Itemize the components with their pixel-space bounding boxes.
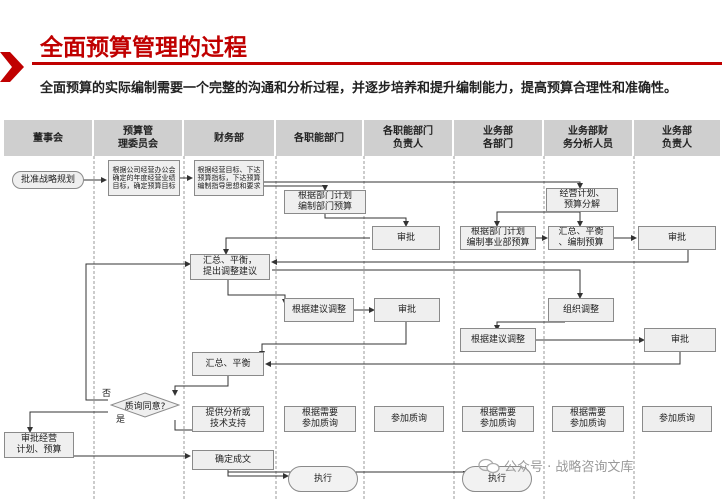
- title-arrow-icon: [0, 52, 26, 82]
- lane-header-func-heads: 各职能部门 负责人: [364, 120, 454, 156]
- title-underline: [32, 62, 722, 65]
- lane-header-func-depts: 各职能部门: [276, 120, 364, 156]
- decision-label: 质询同意?: [124, 401, 166, 412]
- node-committee-goal: 根据公司经营办公会确定的年度经营业绩目标，确定预算目标: [108, 160, 180, 196]
- node-biz-query: 根据需要 参加质询: [462, 406, 534, 432]
- lane-header-biz-heads: 业务部 负责人: [634, 120, 720, 156]
- decision-diamond: [110, 392, 180, 418]
- node-biz-fin-summary: 汇总、平衡 、编制预算: [548, 226, 614, 250]
- node-biz-plan: 经营计划、 预算分解: [546, 188, 618, 212]
- wechat-icon: [478, 458, 500, 473]
- lane-header-biz-depts: 业务部 各部门: [454, 120, 544, 156]
- node-func-head-query: 参加质询: [374, 406, 444, 432]
- node-approve-biz-2: 审批: [644, 328, 716, 352]
- node-func-query: 根据需要 参加质询: [284, 406, 356, 432]
- node-execute-1: 执行: [288, 466, 358, 492]
- node-approve-plan: 批准战略规划: [12, 171, 84, 189]
- node-func-adjust: 根据建议调整: [284, 298, 354, 322]
- node-dept-plan: 根据部门计划 编制部门预算: [284, 190, 366, 214]
- node-biz-adjust: 根据建议调整: [460, 328, 536, 352]
- label-no: 否: [102, 389, 112, 399]
- node-finance-dispatch: 根据经营目标、下达预算指标，下达预算编制指导思想和要求: [194, 160, 264, 196]
- page-subtitle: 全面预算的实际编制需要一个完整的沟通和分析过程，并逐步培养和提升编制能力，提高预…: [40, 81, 678, 96]
- node-approve-biz: 审批: [638, 226, 716, 250]
- node-biz-head-query: 参加质询: [642, 406, 712, 432]
- node-biz-org-adjust: 组织调整: [548, 298, 614, 322]
- node-decision: 质询同意?: [110, 392, 180, 418]
- node-biz-unit-budget: 根据部门计划 编制事业部预算: [460, 226, 536, 250]
- node-summary-adjust: 汇总、平衡， 提出调整建议: [190, 254, 270, 280]
- label-yes: 是: [116, 415, 126, 425]
- node-approve-func: 审批: [372, 226, 440, 250]
- node-finalize: 确定成文: [192, 450, 274, 470]
- page-title: 全面预算管理的过程: [40, 35, 247, 61]
- lane-header-committee: 预算管 理委员会: [94, 120, 184, 156]
- node-summary-balance: 汇总、平衡: [192, 352, 264, 376]
- node-provide-analysis: 提供分析或 技术支持: [192, 406, 264, 432]
- lane-header-biz-finance: 业务部财 务分析人员: [544, 120, 634, 156]
- lane-header-board: 董事会: [4, 120, 94, 156]
- watermark-text: 公众号 · 战略咨询文库: [504, 460, 634, 475]
- node-approve-func-2: 审批: [374, 298, 440, 322]
- node-board-approve: 审批经营 计划、预算: [4, 432, 74, 458]
- node-biz-fin-query: 根据需要 参加质询: [552, 406, 624, 432]
- watermark: 公众号 · 战略咨询文库: [478, 456, 633, 475]
- lane-header-finance: 财务部: [184, 120, 276, 156]
